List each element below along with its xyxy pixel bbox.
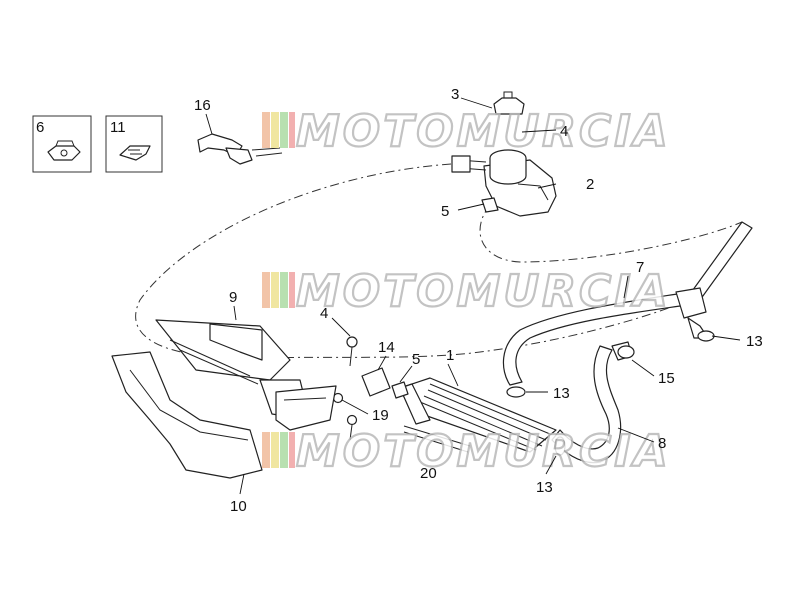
watermark-stripe-2	[271, 112, 279, 148]
callout-13-a: 13	[746, 333, 763, 350]
part-4-screw-lower	[346, 336, 358, 367]
callout-15: 15	[658, 370, 675, 387]
callout-6: 6	[36, 119, 44, 136]
part-box-11	[105, 115, 163, 173]
leader-lines	[205, 97, 741, 495]
callout-5-mid: 5	[412, 351, 420, 368]
callout-1: 1	[446, 347, 454, 364]
part-13-clamp-a	[697, 330, 715, 342]
callout-14: 14	[378, 339, 395, 356]
watermark-stripe-4	[289, 432, 295, 468]
callout-13-b: 13	[553, 385, 570, 402]
watermark-stripe-2	[271, 432, 279, 468]
part-19-screw	[332, 392, 358, 441]
watermark-stripe-2	[271, 272, 279, 308]
watermark-stripe-4	[289, 272, 295, 308]
part-13-clamp-b	[506, 386, 526, 398]
watermark-stripe-1	[262, 272, 270, 308]
callout-11: 11	[110, 119, 126, 136]
watermark-text-top: MOTOMURCIA	[296, 106, 671, 157]
callout-5-top: 5	[441, 203, 449, 220]
callout-13-c: 13	[536, 479, 553, 496]
part-13-clamp-c	[554, 436, 566, 456]
watermark-middle: MOTOMURCIA	[262, 265, 671, 318]
watermark-stripe-1	[262, 112, 270, 148]
callout-9: 9	[229, 289, 237, 306]
part-box-6	[32, 115, 92, 173]
part-5-clip-lower	[391, 381, 409, 399]
callout-4-mid: 4	[320, 305, 328, 322]
watermark-stripe-3	[280, 112, 288, 148]
callout-3: 3	[451, 86, 459, 103]
watermark-text-middle: MOTOMURCIA	[296, 266, 671, 317]
part-10-lower-fairing	[111, 351, 337, 479]
callout-10: 10	[230, 498, 247, 515]
watermark-top: MOTOMURCIA	[262, 105, 671, 158]
callout-8: 8	[658, 435, 666, 452]
callout-19: 19	[372, 407, 389, 424]
watermark-text-bottom: MOTOMURCIA	[296, 426, 671, 477]
callout-16: 16	[194, 97, 211, 114]
part-7-hose	[502, 221, 753, 386]
part-15-clamp	[617, 345, 635, 359]
watermark-bottom: MOTOMURCIA	[262, 425, 671, 478]
callout-20: 20	[420, 465, 437, 482]
watermark-stripe-3	[280, 432, 288, 468]
part-5-clip-upper	[481, 197, 499, 213]
watermark-stripe-4	[289, 112, 295, 148]
callout-2: 2	[586, 176, 594, 193]
callout-7: 7	[636, 259, 644, 276]
part-16-clamp	[197, 133, 283, 165]
part-2-expansion-tank	[451, 149, 557, 217]
part-3-cap	[493, 91, 525, 115]
watermark-stripe-1	[262, 432, 270, 468]
watermark-stripe-3	[280, 272, 288, 308]
callout-4-top: 4	[560, 123, 568, 140]
part-14-spacer	[361, 367, 391, 397]
